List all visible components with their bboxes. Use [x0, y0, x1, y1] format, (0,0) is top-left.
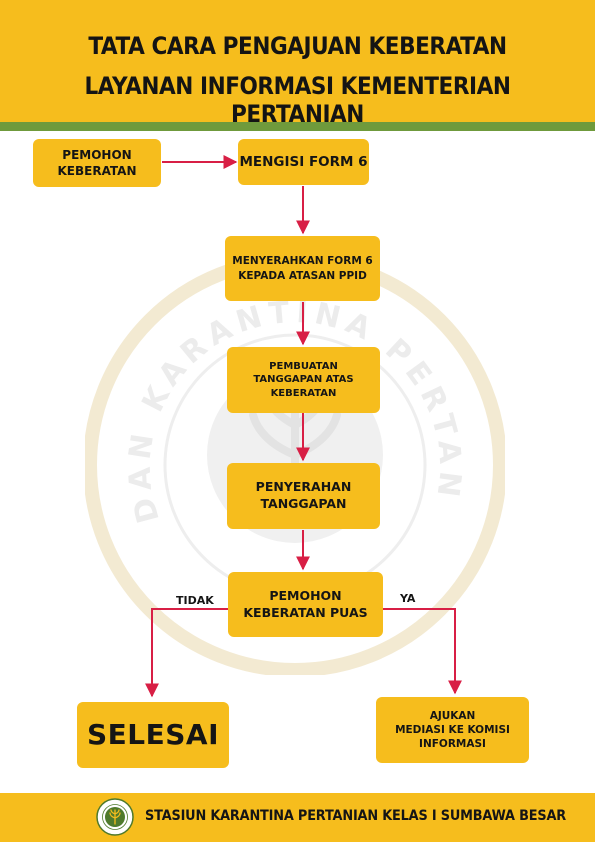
node-text: TANGGAPAN: [260, 496, 347, 511]
footer-institution-name: STASIUN KARANTINA PERTANIAN KELAS I SUMB…: [145, 808, 566, 824]
node-text: INFORMASI: [419, 738, 486, 751]
node-penyerahan-tanggapan: PENYERAHAN TANGGAPAN: [227, 463, 380, 529]
node-pemohon-keberatan-puas: PEMOHON KEBERATAN PUAS: [228, 572, 383, 637]
node-ajukan-mediasi: AJUKAN MEDIASI KE KOMISI INFORMASI: [376, 697, 529, 763]
node-text: PEMBUATAN: [269, 360, 338, 372]
node-text: PENYERAHAN: [255, 479, 352, 495]
karantina-logo-icon: [96, 798, 134, 836]
node-text: KEBERATAN PUAS: [243, 604, 368, 620]
node-text: KEBERATAN: [57, 164, 137, 178]
node-pemohon-keberatan: PEMOHON KEBERATAN: [33, 139, 161, 187]
node-text: TANGGAPAN ATAS: [253, 374, 354, 386]
arrow-tidak-to-selesai: [145, 608, 228, 698]
node-text: MENYERAHKAN FORM 6: [232, 255, 373, 268]
node-text: MENGISI FORM 6: [239, 153, 368, 170]
node-text: KEPADA ATASAN PPID: [238, 269, 367, 282]
node-text: MEDIASI KE KOMISI: [395, 723, 510, 736]
node-text: PEMOHON: [269, 587, 342, 603]
node-text: PEMOHON: [62, 147, 132, 162]
label-ya: YA: [400, 592, 416, 605]
header-banner: [0, 0, 595, 122]
header-divider-stripe: [0, 122, 595, 131]
label-tidak: TIDAK: [176, 594, 214, 607]
page-title-line-1: TATA CARA PENGAJUAN KEBERATAN: [88, 32, 507, 60]
node-selesai: SELESAI: [77, 702, 229, 768]
node-text: KEBERATAN: [270, 387, 337, 399]
node-pembuatan-tanggapan: PEMBUATAN TANGGAPAN ATAS KEBERATAN: [227, 347, 380, 413]
arrow-ya-to-ajukan: [383, 608, 462, 695]
node-menyerahkan-form-6: MENYERAHKAN FORM 6 KEPADA ATASAN PPID: [225, 236, 380, 301]
node-text: SELESAI: [86, 718, 219, 752]
node-mengisi-form-6: MENGISI FORM 6: [238, 139, 369, 185]
node-text: AJUKAN: [429, 709, 476, 722]
